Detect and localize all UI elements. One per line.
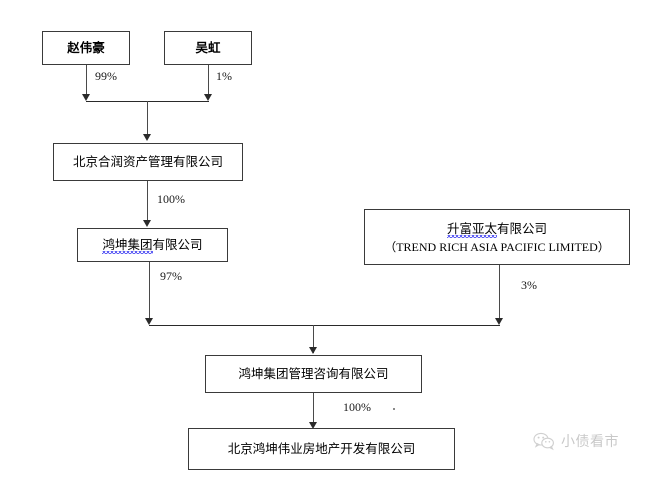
edge-line-zhao-99 <box>86 65 87 96</box>
node-wu-hong: 吴虹 <box>164 31 252 65</box>
node-zhao-weihao: 赵伟豪 <box>42 31 130 65</box>
edge-arrow-wu-1 <box>204 94 212 101</box>
edge-arrow-consult-100 <box>309 422 317 429</box>
node-label: 鸿坤集团有限公司 <box>102 237 203 253</box>
edge-arrow-zhao-99 <box>82 94 90 101</box>
node-label-rest: 有限公司 <box>152 237 203 253</box>
edge-line-consult-100 <box>313 393 314 425</box>
edge-arrow-trend-3 <box>495 318 503 325</box>
wechat-icon <box>533 431 555 451</box>
watermark: 小债看市 <box>533 431 619 451</box>
edge-line-hongkun-97 <box>149 262 150 320</box>
node-label: 北京鸿坤伟业房地产开发有限公司 <box>227 441 416 457</box>
edge-label-97: 97% <box>160 269 182 283</box>
node-beijing-heren: 北京合润资产管理有限公司 <box>53 143 243 181</box>
scan-artifact-dot <box>393 408 395 410</box>
edge-line-to-heren <box>147 101 148 136</box>
edge-label-1: 1% <box>216 69 232 83</box>
node-label: 赵伟豪 <box>67 40 105 56</box>
edge-arrow-to-consult <box>309 347 317 354</box>
node-label-rest: 有限公司 <box>497 220 548 236</box>
edge-label-99: 99% <box>95 69 117 83</box>
edge-line-to-consult <box>313 325 314 353</box>
edge-junction-middle <box>149 325 500 326</box>
node-hongkun-consulting: 鸿坤集团管理咨询有限公司 <box>205 355 422 393</box>
node-label: 鸿坤集团管理咨询有限公司 <box>238 366 389 382</box>
node-label-cn: 升富亚太有限公司 <box>446 220 548 237</box>
edge-line-trend-3 <box>499 265 500 320</box>
node-label: 吴虹 <box>195 40 221 56</box>
edge-line-heren-100 <box>147 181 148 222</box>
node-hongkun-group: 鸿坤集团有限公司 <box>77 228 228 262</box>
edge-arrow-to-heren <box>143 134 151 141</box>
node-label-underlined: 升富亚太 <box>446 220 497 236</box>
watermark-text: 小债看市 <box>561 434 619 450</box>
node-label: 北京合润资产管理有限公司 <box>72 154 223 170</box>
edge-label-3: 3% <box>521 278 537 292</box>
node-trend-rich-asia-pacific: 升富亚太有限公司 （TREND RICH ASIA PACIFIC LIMITE… <box>364 209 630 265</box>
edge-label-100-heren: 100% <box>157 192 185 206</box>
edge-line-wu-1 <box>208 65 209 96</box>
node-label-underlined: 鸿坤集团 <box>102 237 153 253</box>
node-label-en: （TREND RICH ASIA PACIFIC LIMITED） <box>384 239 610 254</box>
edge-arrow-hongkun-97 <box>145 318 153 325</box>
edge-arrow-heren-100 <box>143 220 151 227</box>
edge-label-100-consult: 100% <box>343 400 371 414</box>
node-beijing-hongkun-weiye: 北京鸿坤伟业房地产开发有限公司 <box>188 428 455 470</box>
